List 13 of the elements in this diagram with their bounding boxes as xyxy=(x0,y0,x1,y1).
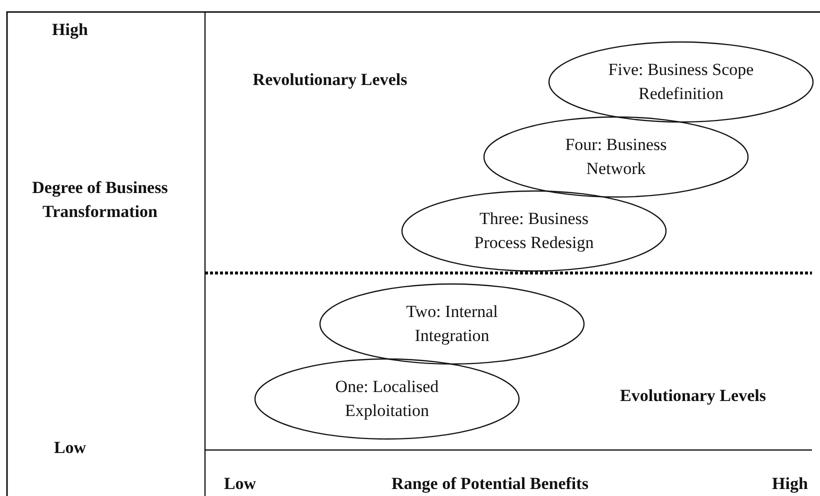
level-label: Four: Business Network xyxy=(564,134,668,180)
level-label: Two: Internal Integration xyxy=(405,301,499,347)
zone-label: Evolutionary Levels xyxy=(620,385,766,407)
axis-label: High xyxy=(772,473,808,495)
level-label: Five: Business Scope Redefinition xyxy=(607,59,755,105)
axis-title: Degree of Business Transformation xyxy=(31,177,169,223)
axis-title: Range of Potential Benefits xyxy=(392,473,588,495)
axis-label: Low xyxy=(224,473,256,495)
axis-label: Low xyxy=(54,437,86,459)
level-label: Three: Business Process Redesign xyxy=(473,208,595,254)
level-label: One: Localised Exploitation xyxy=(334,376,440,422)
axis-label: High xyxy=(52,19,88,41)
zone-label: Revolutionary Levels xyxy=(252,69,408,91)
